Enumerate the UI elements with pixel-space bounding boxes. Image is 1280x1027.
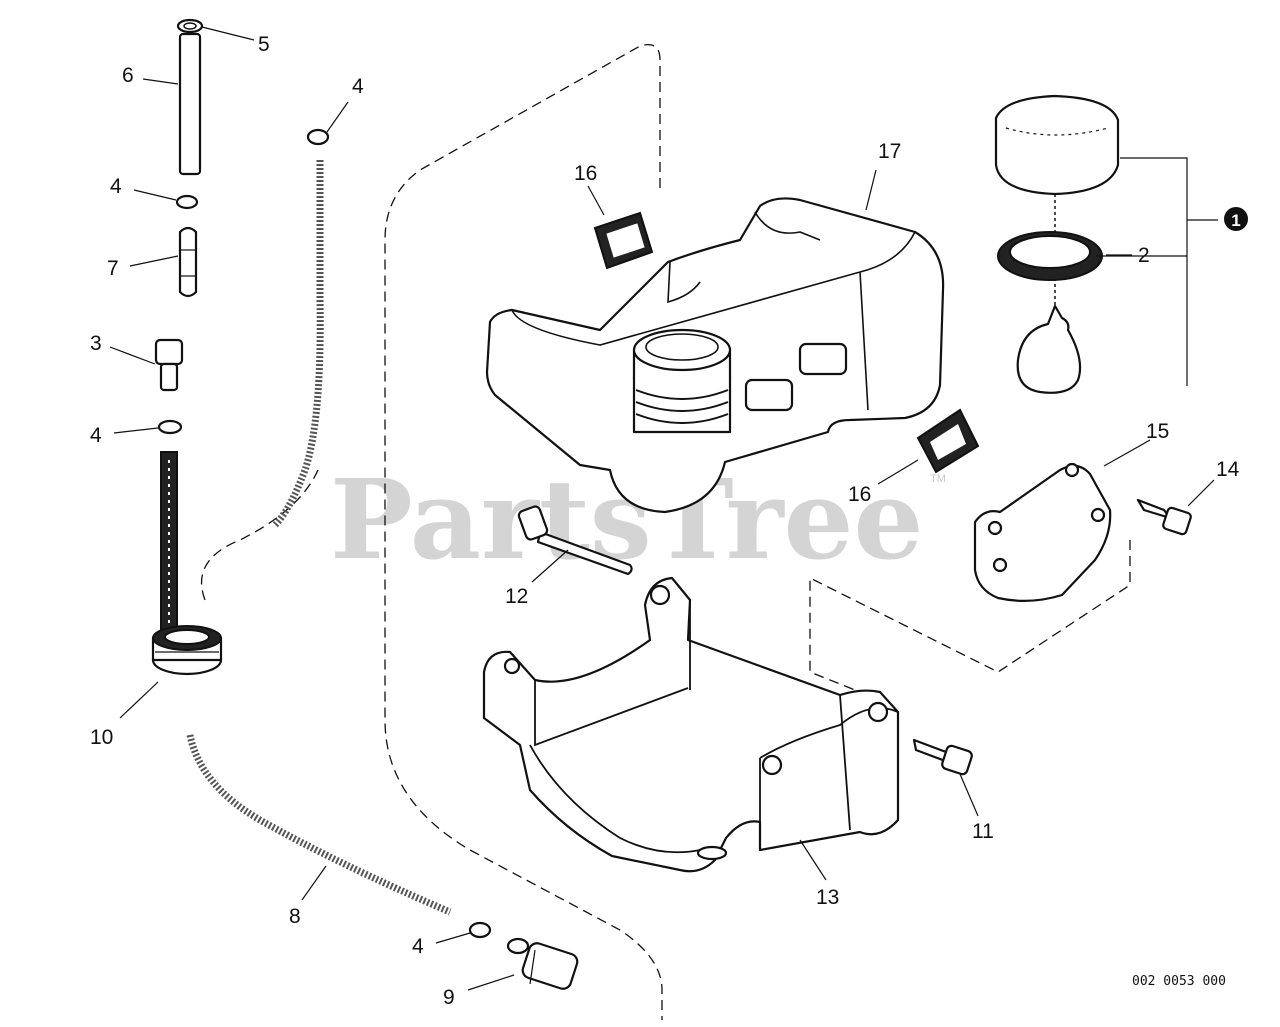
hose-route-line [200, 469, 319, 601]
part-5-clip [176, 18, 204, 34]
assembly-1-marker-label: 1 [1231, 211, 1240, 230]
callout-13: 13 [816, 886, 839, 909]
callout-12: 12 [505, 585, 528, 608]
callout-3: 3 [90, 332, 102, 355]
part-4-o-ring [157, 419, 183, 435]
assembly-1-bracket [1096, 157, 1218, 386]
assembly-1-marker [1224, 207, 1248, 231]
part-16-plug [916, 408, 980, 474]
drawing-reference-number: 002 0053 000 [1132, 974, 1226, 989]
callout-17: 17 [878, 140, 901, 163]
part-14-bolt [1136, 498, 1192, 536]
part-1-fuel-cap-assembly [994, 94, 1120, 394]
part-6-tube [178, 32, 202, 176]
callout-14: 14 [1216, 458, 1240, 481]
leader-lines [109, 26, 1215, 991]
part-17-fuel-tank [485, 197, 945, 514]
callout-4: 4 [412, 935, 424, 958]
return-hose [272, 160, 324, 528]
callout-15: 15 [1146, 420, 1169, 443]
part-16-plug [593, 211, 654, 270]
callout-6: 6 [122, 64, 134, 87]
watermark-trademark: TM [930, 473, 946, 485]
part-8-fuel-hose [186, 734, 452, 916]
tank-mount-boundary-line [809, 540, 1131, 693]
callout-8: 8 [289, 905, 301, 928]
callout-5: 5 [258, 33, 270, 56]
part-13-tank-mount [482, 576, 900, 873]
callout-9: 9 [443, 986, 455, 1009]
callout-10: 10 [90, 726, 113, 749]
part-12-bolt [517, 505, 633, 576]
part-10-grommet [151, 451, 223, 676]
part-11-bolt [912, 738, 973, 776]
part-3-fitting [154, 338, 184, 392]
part-4-o-ring [175, 194, 199, 210]
part-4-o-ring [468, 921, 492, 939]
part-15-bracket [973, 462, 1112, 602]
part-7-connector [178, 226, 198, 298]
part-2-gasket [997, 231, 1103, 281]
callout-16: 16 [574, 162, 597, 185]
part-4-o-ring [306, 128, 330, 146]
callout-4: 4 [352, 75, 364, 98]
callout-7: 7 [107, 257, 119, 280]
callout-4: 4 [110, 175, 122, 198]
assembly-boundary-line [384, 43, 663, 1020]
callout-16: 16 [848, 483, 871, 506]
callout-2: 2 [1138, 244, 1150, 267]
callout-4: 4 [90, 424, 102, 447]
part-9-fuel-filter [506, 937, 579, 990]
callout-11: 11 [972, 820, 994, 843]
